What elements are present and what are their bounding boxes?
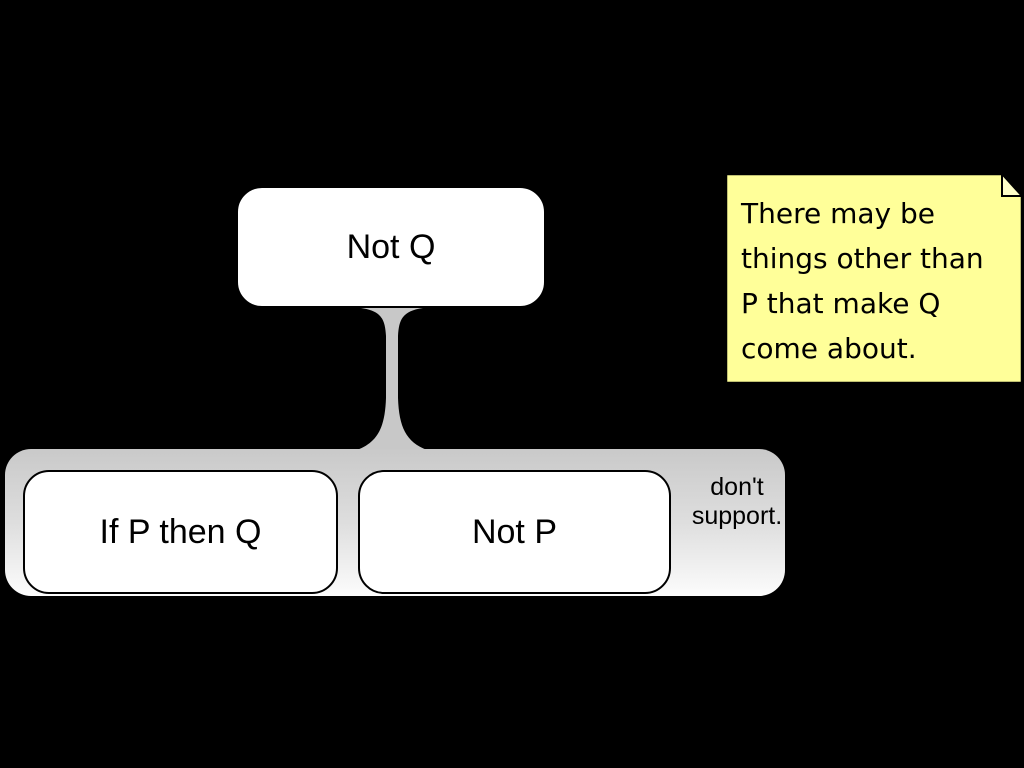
funnel-connector bbox=[357, 308, 427, 450]
relation-line-2: support. bbox=[691, 502, 783, 530]
relation-line-1: don't bbox=[710, 473, 764, 501]
funnel-connector-shape bbox=[357, 308, 427, 450]
sticky-note-text: There may be things other than P that ma… bbox=[741, 191, 1019, 371]
folded-corner-icon bbox=[1001, 171, 1024, 197]
premise-label: Not P bbox=[471, 512, 558, 551]
note-line-1: There may be bbox=[741, 197, 936, 230]
premise-box-not-p: Not P bbox=[358, 470, 671, 594]
note-line-3: P that make Q bbox=[741, 287, 941, 320]
conclusion-box: Not Q bbox=[236, 186, 546, 308]
premise-label: If P then Q bbox=[99, 512, 262, 551]
premise-group: If P then Q Not P don't support. bbox=[5, 449, 785, 596]
conclusion-label: Not Q bbox=[346, 227, 436, 266]
sticky-note bbox=[724, 171, 1024, 385]
note-line-2: things other than bbox=[741, 242, 984, 275]
note-line-4: come about. bbox=[741, 332, 917, 365]
sticky-note-body bbox=[724, 172, 1024, 385]
relation-label: don't support. bbox=[667, 473, 785, 531]
premise-box-if-p-then-q: If P then Q bbox=[23, 470, 338, 594]
